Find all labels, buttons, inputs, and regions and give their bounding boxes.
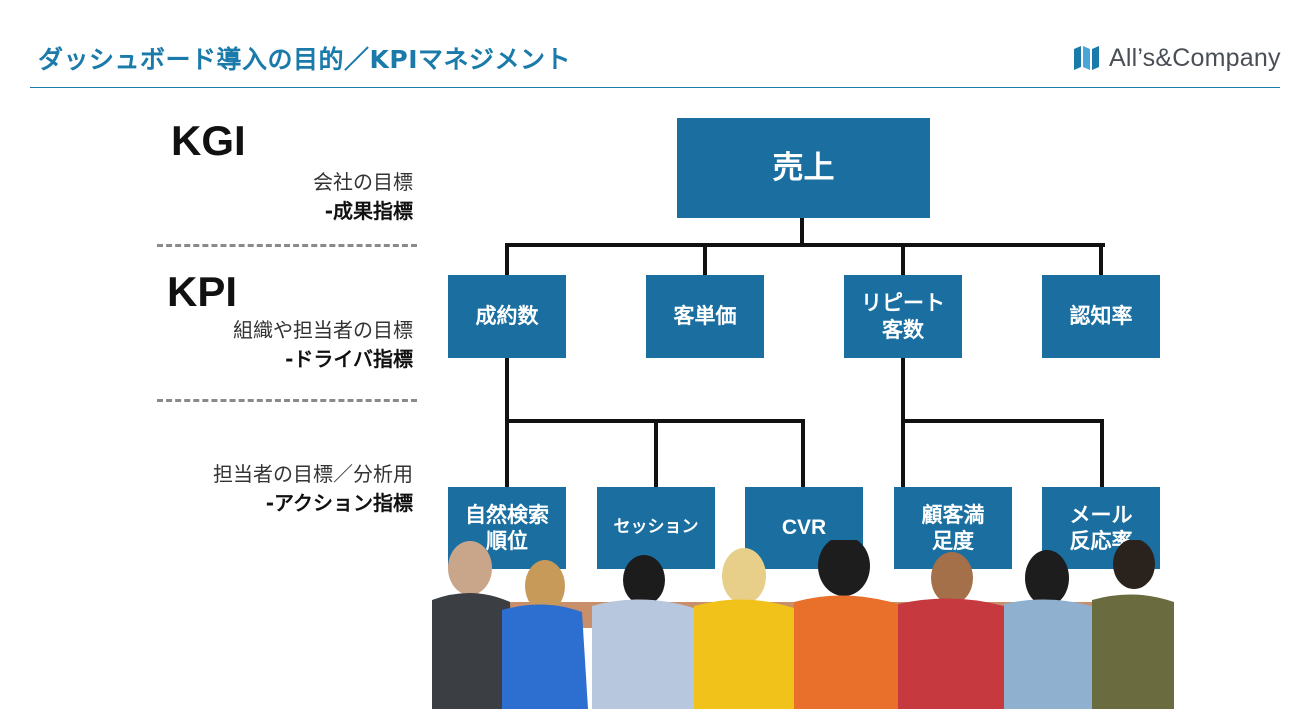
connector-line: [505, 243, 509, 276]
connector-line: [801, 419, 805, 488]
stacked-blocks-icon: [1074, 46, 1099, 70]
team-embrace-photo: [432, 540, 1174, 709]
page-title: ダッシュボード導入の目的／KPIマネジメント: [38, 45, 571, 74]
kpi-desc-text: 組織や担当者の目標: [233, 318, 413, 342]
kpi-node: 認知率: [1042, 275, 1160, 358]
kgi-sub-text: -成果指標: [324, 199, 413, 223]
action-description: 担当者の目標／分析用 -アクション指標: [213, 460, 413, 518]
action-node: セッション: [597, 487, 715, 569]
kgi-node-sales: 売上: [677, 118, 930, 218]
connector-line: [901, 243, 905, 276]
connector-line: [1100, 419, 1104, 488]
connector-line: [654, 419, 658, 488]
kgi-description: 会社の目標 -成果指標: [313, 168, 413, 226]
kpi-heading: KPI: [167, 268, 238, 315]
connector-line: [505, 243, 1105, 247]
level-divider: [157, 399, 417, 402]
kgi-heading: KGI: [171, 117, 246, 164]
kpi-node: リピート客数: [844, 275, 962, 358]
kgi-desc-text: 会社の目標: [313, 170, 413, 194]
kpi-description: 組織や担当者の目標 -ドライバ指標: [233, 316, 413, 374]
connector-line: [901, 419, 1104, 423]
action-desc-text: 担当者の目標／分析用: [213, 462, 413, 486]
connector-line: [1099, 243, 1103, 276]
kpi-node: 客単価: [646, 275, 764, 358]
logo-text: All’s&Company: [1109, 43, 1281, 72]
connector-line: [800, 217, 804, 244]
action-sub-text: -アクション指標: [265, 491, 413, 515]
title-divider: [30, 87, 1280, 88]
kpi-sub-text: -ドライバ指標: [285, 347, 413, 371]
kpi-node: 成約数: [448, 275, 566, 358]
level-divider: [157, 244, 417, 247]
company-logo: All’s&Company: [1072, 42, 1281, 74]
connector-line: [703, 243, 707, 276]
